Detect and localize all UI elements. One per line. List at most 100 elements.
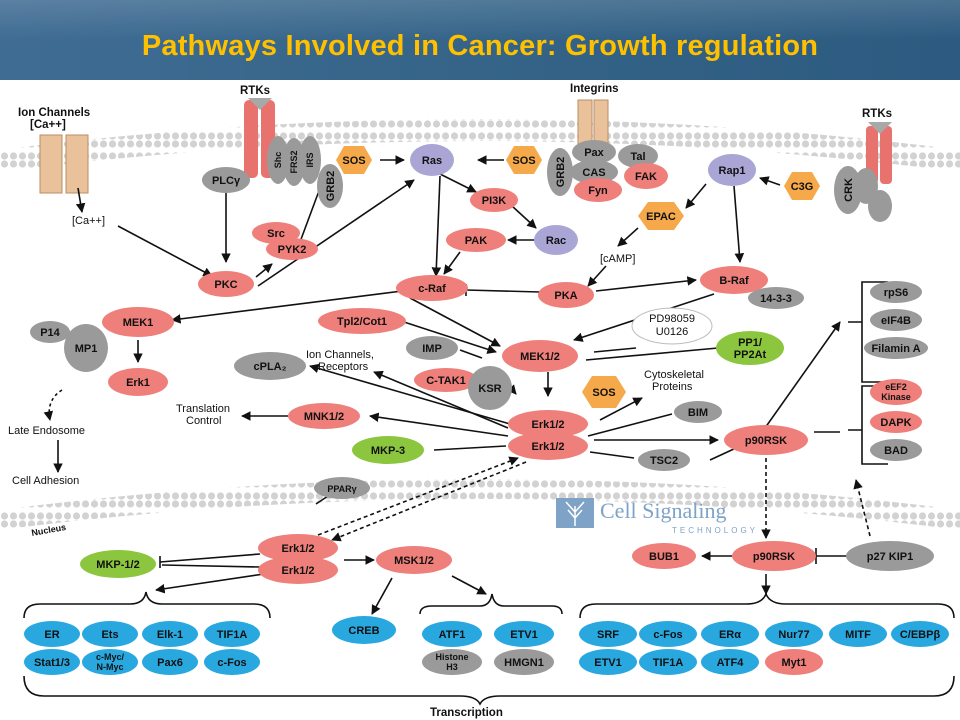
node-cpla2: cPLA₂ <box>234 352 306 380</box>
svg-text:C/EBPβ: C/EBPβ <box>900 629 941 641</box>
node-p90rsk-nuclear: p90RSK <box>732 541 816 571</box>
svg-text:SOS: SOS <box>342 155 365 167</box>
translation-label-2: Control <box>186 415 221 427</box>
svg-text:HMGN1: HMGN1 <box>504 657 544 669</box>
node-bad: BAD <box>870 439 922 461</box>
slide-title: Pathways Involved in Cancer: Growth regu… <box>141 30 819 62</box>
cell-adhesion-label: Cell Adhesion <box>12 475 79 487</box>
svg-text:PI3K: PI3K <box>482 195 507 207</box>
target-mid-1: ETV1 <box>494 621 554 647</box>
svg-text:c-Fos: c-Fos <box>653 629 682 641</box>
svg-text:IMP: IMP <box>422 343 442 355</box>
svg-text:TSC2: TSC2 <box>650 455 678 467</box>
node-ksr: KSR <box>468 366 512 410</box>
svg-text:Src: Src <box>267 228 285 240</box>
svg-text:Erk1/2: Erk1/2 <box>531 441 564 453</box>
target-left-2: Elk-1 <box>142 621 198 647</box>
svg-text:ATF4: ATF4 <box>717 657 745 669</box>
node-mkp12: MKP-1/2 <box>80 550 156 578</box>
svg-text:P14: P14 <box>40 327 60 339</box>
cst-logo: Cell Signaling TECHNOLOGY <box>556 498 758 535</box>
svg-text:Nur77: Nur77 <box>778 629 809 641</box>
svg-text:PKA: PKA <box>554 290 577 302</box>
svg-text:PYK2: PYK2 <box>278 244 307 256</box>
cytoskeletal-label-1: Cytoskeletal <box>644 369 704 381</box>
node-frs2: FRS2 <box>283 138 305 186</box>
svg-text:C3G: C3G <box>791 181 814 193</box>
node-erk12-n2: Erk1/2 <box>258 556 338 584</box>
target-right-3: Nur77 <box>765 621 823 647</box>
svg-text:KSR: KSR <box>478 383 501 395</box>
ca-in-label: [Ca++] <box>72 215 105 227</box>
svg-text:BUB1: BUB1 <box>649 551 679 563</box>
svg-text:ATF1: ATF1 <box>439 629 466 641</box>
svg-text:TIF1A: TIF1A <box>653 657 684 669</box>
node-bub1: BUB1 <box>632 543 696 569</box>
svg-text:Rap1: Rap1 <box>719 165 746 177</box>
svg-text:PKC: PKC <box>214 279 237 291</box>
target-right-1: c-Fos <box>639 621 697 647</box>
u0126-label: U0126 <box>656 326 688 338</box>
node-filamin: Filamin A <box>864 337 928 359</box>
rtks-left-label: RTKs <box>240 85 270 97</box>
svg-text:ER: ER <box>44 629 59 641</box>
target-right-2: ERα <box>701 621 759 647</box>
node-pax: Pax <box>572 140 616 164</box>
ca-out-label: [Ca++] <box>30 119 66 131</box>
svg-text:Ras: Ras <box>422 155 442 167</box>
svg-text:Erk1/2: Erk1/2 <box>281 543 314 555</box>
ion-channel-receptor <box>39 134 89 194</box>
node-ras: Ras <box>410 144 454 176</box>
svg-text:N-Myc: N-Myc <box>96 662 123 672</box>
node-sos-left: SOS <box>336 146 372 174</box>
node-mek1: MEK1 <box>102 307 174 337</box>
pd98059-label: PD98059 <box>649 313 695 325</box>
svg-text:SOS: SOS <box>592 387 615 399</box>
logo-text-2: TECHNOLOGY <box>672 526 758 535</box>
node-p14: P14 <box>30 321 70 343</box>
svg-text:14-3-3: 14-3-3 <box>760 293 792 305</box>
node-fak: FAK <box>624 163 668 189</box>
svg-text:Kinase: Kinase <box>881 392 911 402</box>
svg-text:PLCγ: PLCγ <box>212 175 241 187</box>
nuclear-membrane <box>0 479 960 530</box>
pathway-svg: Ion Channels [Ca++] [Ca++] RTKs Integrin… <box>0 83 960 719</box>
svg-text:Elk-1: Elk-1 <box>157 629 183 641</box>
svg-text:Erk1: Erk1 <box>126 377 150 389</box>
svg-text:DAPK: DAPK <box>880 417 911 429</box>
late-endosome-label: Late Endosome <box>8 425 85 437</box>
svg-text:Tpl2/Cot1: Tpl2/Cot1 <box>337 316 387 328</box>
node-eef2: eEF2 Kinase <box>870 379 922 405</box>
cytoskeletal-label-2: Proteins <box>652 381 693 393</box>
target-right-5: C/EBPβ <box>891 621 949 647</box>
svg-text:CRK: CRK <box>843 178 855 202</box>
svg-text:Rac: Rac <box>546 235 566 247</box>
target-mid-3: HMGN1 <box>494 649 554 675</box>
node-pyk2: PYK2 <box>266 238 318 260</box>
svg-text:Erk1/2: Erk1/2 <box>281 565 314 577</box>
target-right-6: ETV1 <box>579 649 637 675</box>
svg-text:CREB: CREB <box>348 625 379 637</box>
node-shc: Shc <box>267 136 289 184</box>
node-pka: PKA <box>538 282 594 308</box>
node-rps6: rpS6 <box>870 281 922 303</box>
svg-text:H3: H3 <box>446 662 458 672</box>
cell-membrane <box>0 119 960 172</box>
svg-text:IRS: IRS <box>305 152 315 167</box>
node-eif4b: eIF4B <box>870 309 922 331</box>
node-bim: BIM <box>674 401 722 423</box>
node-pak: PAK <box>446 228 506 252</box>
node-mnk12: MNK1/2 <box>288 403 360 429</box>
node-dapk: DAPK <box>870 411 922 433</box>
svg-text:PP2At: PP2At <box>734 349 767 361</box>
node-erk1: Erk1 <box>108 368 168 396</box>
transcription-label: Transcription <box>430 707 503 719</box>
node-mek12: MEK1/2 <box>502 340 578 372</box>
target-left-7: c-Fos <box>204 649 260 675</box>
svg-text:Filamin A: Filamin A <box>871 343 920 355</box>
node-fyn: Fyn <box>574 178 622 202</box>
node-rac: Rac <box>534 225 578 255</box>
svg-text:FRS2: FRS2 <box>289 150 299 173</box>
node-tpl2: Tpl2/Cot1 <box>318 308 406 334</box>
